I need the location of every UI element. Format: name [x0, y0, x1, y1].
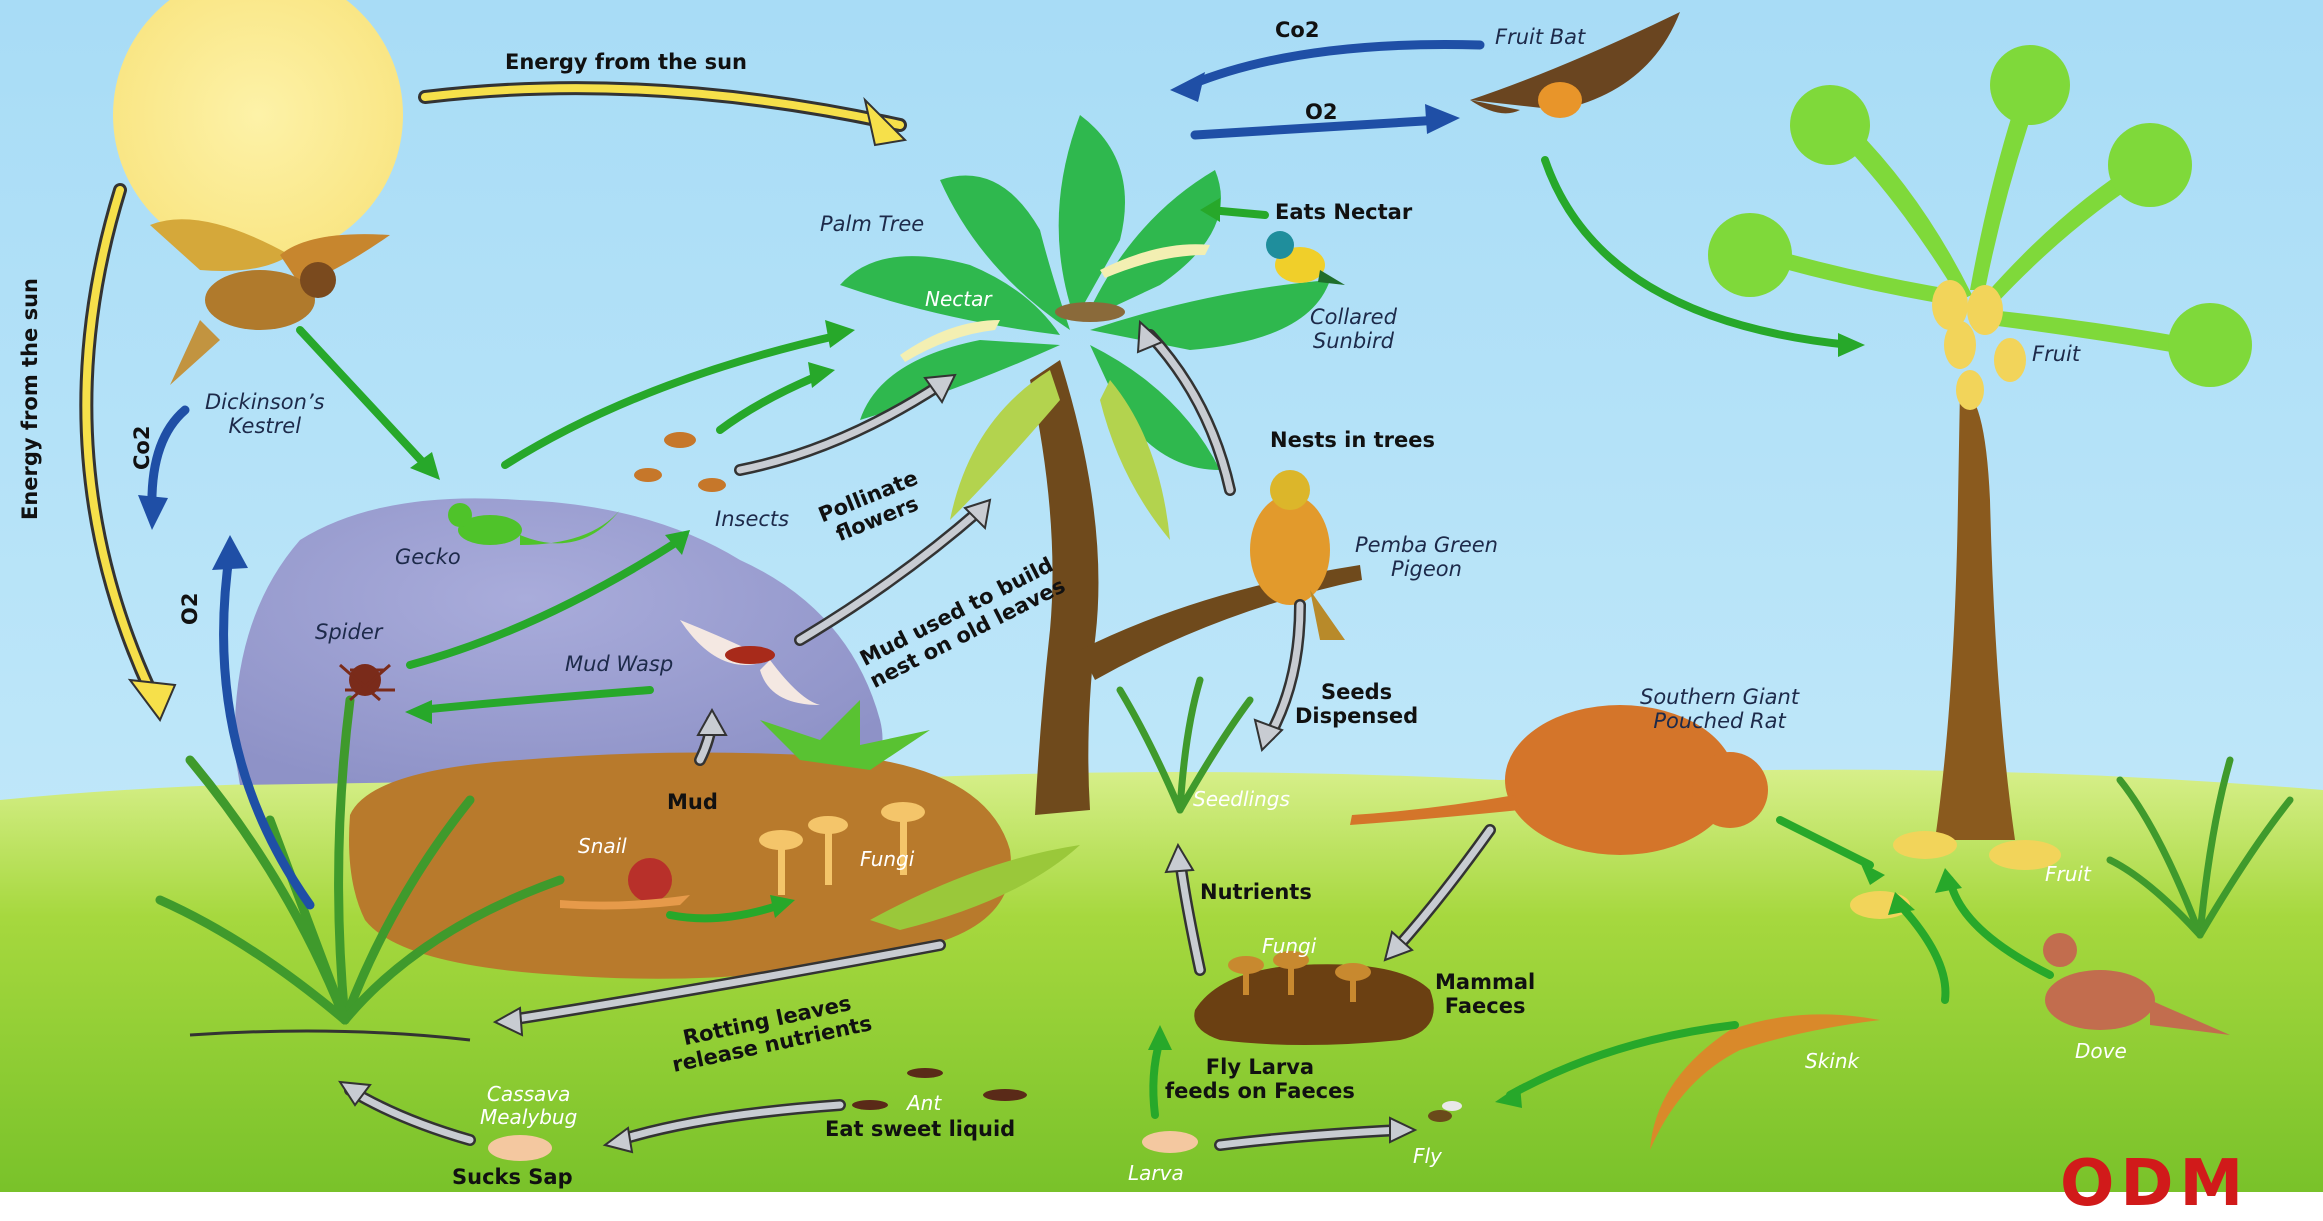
pemba-pigeon-label: Pemba Green Pigeon — [1355, 533, 1498, 581]
nectar-label: Nectar — [925, 288, 992, 311]
ecosystem-diagram — [0, 0, 2323, 1192]
energy-from-sun-top-label: Energy from the sun — [505, 50, 747, 74]
co2-top-label: Co2 — [1275, 18, 1319, 42]
fungi-left-label: Fungi — [860, 848, 914, 871]
mammal-faeces-label: Mammal Faeces — [1435, 970, 1535, 1018]
ant-label: Ant — [907, 1092, 941, 1115]
fly-larva-feeds-label: Fly Larva feeds on Faeces — [1165, 1055, 1355, 1103]
insects-label: Insects — [715, 507, 789, 531]
cassava-mealybug-label: Cassava Mealybug — [480, 1083, 577, 1129]
odm-logo: ODM — [2060, 1152, 2249, 1216]
palm-tree-label: Palm Tree — [820, 212, 924, 236]
seedlings-label: Seedlings — [1193, 788, 1290, 811]
nutrients-label: Nutrients — [1200, 880, 1312, 904]
o2-left-label: O2 — [178, 593, 202, 625]
fungi-faeces-label: Fungi — [1262, 935, 1316, 958]
fly-label: Fly — [1413, 1145, 1442, 1168]
gecko-label: Gecko — [395, 545, 461, 569]
fruit-top-label: Fruit — [2032, 342, 2080, 366]
larva — [1142, 1131, 1198, 1153]
spider-label: Spider — [315, 620, 382, 644]
mud-label: Mud — [667, 790, 718, 814]
seeds-dispensed-label: Seeds Dispensed — [1295, 680, 1418, 728]
mud-wasp-label: Mud Wasp — [565, 652, 673, 676]
co2-left-label: Co2 — [130, 426, 154, 470]
mealybug — [488, 1135, 552, 1161]
rat-label: Southern Giant Pouched Rat — [1640, 685, 1799, 733]
nests-in-trees-label: Nests in trees — [1270, 428, 1435, 452]
fruit-ground-label: Fruit — [2045, 863, 2091, 886]
eat-sweet-liquid-label: Eat sweet liquid — [825, 1117, 1015, 1141]
skink-label: Skink — [1805, 1050, 1859, 1073]
collared-sunbird-label: Collared Sunbird — [1310, 305, 1397, 353]
eats-nectar-label: Eats Nectar — [1275, 200, 1412, 224]
snail-label: Snail — [578, 835, 627, 858]
kestrel-label: Dickinson’s Kestrel — [205, 390, 325, 438]
larva-label: Larva — [1128, 1162, 1184, 1185]
dove-label: Dove — [2075, 1040, 2127, 1063]
fruit-bat-label: Fruit Bat — [1495, 25, 1585, 49]
sucks-sap-label: Sucks Sap — [452, 1165, 573, 1189]
nest — [1055, 302, 1125, 322]
o2-top-label: O2 — [1305, 100, 1337, 124]
energy-from-sun-side-label: Energy from the sun — [18, 278, 42, 520]
